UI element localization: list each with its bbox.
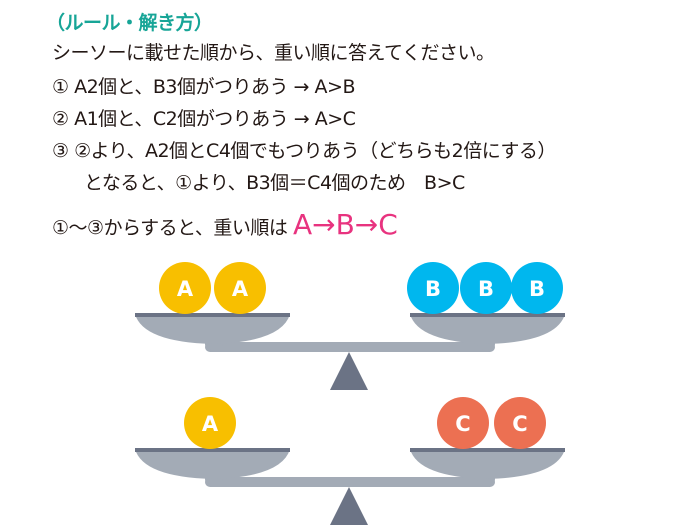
weight-label: A (177, 277, 194, 301)
weight-C: C (494, 397, 546, 449)
pan-rim-left (135, 313, 290, 317)
step-1: ① A2個と、B3個がつりあう → A>B (52, 76, 355, 98)
conclusion: ①〜③からすると、重い順は A→B→C (52, 208, 398, 241)
weight-circle (511, 262, 563, 314)
weight-A: A (184, 397, 236, 449)
conclusion-answer: A→B→C (292, 208, 398, 241)
seesaw-beam (205, 477, 495, 487)
pan-right (410, 449, 565, 479)
pan-right (410, 314, 565, 344)
weight-circle (214, 262, 266, 314)
weight-label: C (512, 412, 527, 436)
pan-rim-right (410, 313, 565, 317)
weight-circle (437, 397, 489, 449)
weight-label: A (202, 412, 219, 436)
weight-circle (159, 262, 211, 314)
seesaw-beam (205, 342, 495, 352)
pan-left (135, 314, 290, 344)
pan-rim-left (135, 448, 290, 452)
weight-label: B (529, 277, 545, 301)
weight-circle (407, 262, 459, 314)
weight-B: B (407, 262, 459, 314)
rules-title: （ルール・解き方） (46, 12, 213, 34)
weight-label: A (232, 277, 249, 301)
step-3: ③ ②より、A2個とC4個でもつりあう（どちらも2倍にする） (52, 140, 556, 162)
instruction-text: シーソーに載せた順から、重い順に答えてください。 (52, 42, 495, 64)
weight-circle (460, 262, 512, 314)
weight-B: B (460, 262, 512, 314)
pan-left (135, 449, 290, 479)
weight-label: C (455, 412, 470, 436)
conclusion-prefix: ①〜③からすると、重い順は (52, 217, 293, 239)
weight-C: C (437, 397, 489, 449)
weight-B: B (511, 262, 563, 314)
weight-circle (184, 397, 236, 449)
weight-label: B (425, 277, 441, 301)
step-3-continued: となると、①より、B3個＝C4個のため B>C (84, 172, 465, 194)
weight-circle (494, 397, 546, 449)
weight-A: A (214, 262, 266, 314)
fulcrum-icon (330, 487, 368, 525)
pan-rim-right (410, 448, 565, 452)
weight-A: A (159, 262, 211, 314)
step-2: ② A1個と、C2個がつりあう → A>C (52, 108, 356, 130)
weight-label: B (478, 277, 494, 301)
fulcrum-icon (330, 352, 368, 390)
